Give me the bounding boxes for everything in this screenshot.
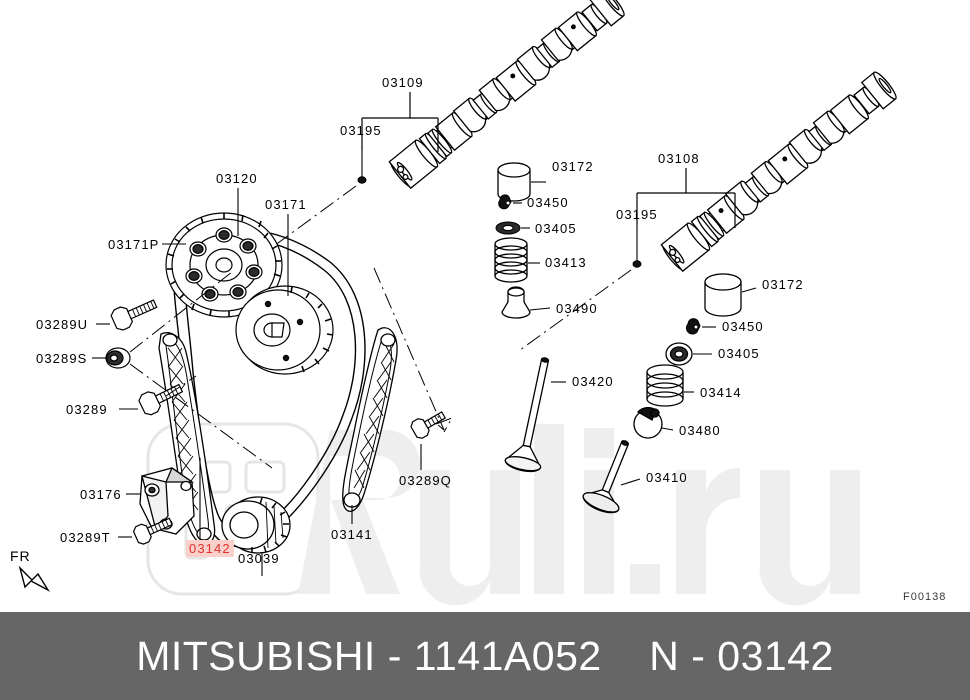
diagram-canvas: 03109 03195 03172 03450 03405 03413 0349… [10,0,947,606]
part-03480-seal [633,406,663,439]
label-03450-left: 03450 [527,195,569,210]
label-03413: 03413 [545,255,587,270]
part-03289U-bolt [110,299,158,331]
part-03039-crank-sprocket [221,496,291,554]
label-03405-left: 03405 [535,221,577,236]
label-03172-left: 03172 [552,159,594,174]
label-03109: 03109 [382,75,424,90]
part-03176-tensioner [139,467,195,535]
part-03171P-sprocket [165,212,283,318]
label-03410: 03410 [646,470,688,485]
bracket-03109 [361,92,439,152]
watermark-text [298,424,860,606]
fr-orientation-label: FR [10,548,31,564]
axis-intake [251,185,357,263]
part-03413-spring [494,237,528,283]
label-03480: 03480 [679,423,721,438]
bracket-03108 [636,168,736,228]
part-03410-valve [582,440,630,514]
label-03171: 03171 [265,197,307,212]
diagram-svg [18,0,897,606]
footer-bar: MITSUBISHI - 1141A052 N - 03142 [0,612,970,700]
label-03289Q: 03289Q [399,473,452,488]
label-03039: 03039 [238,551,280,566]
footer-title: MITSUBISHI - 1141A052 N - 03142 [136,632,834,679]
axis-03289 [165,375,197,397]
label-03289: 03289 [66,402,108,417]
label-03142-highlighted: 03142 [186,540,234,557]
label-03420: 03420 [572,374,614,389]
part-03405-left [495,221,521,235]
label-03172-right: 03172 [762,277,804,292]
part-03414-spring [646,364,684,407]
leader-03490 [529,307,551,311]
axis-03289Q [373,267,454,433]
part-03420-valve [504,357,550,473]
part-03172-right [704,273,742,317]
label-03490: 03490 [556,301,598,316]
label-03141: 03141 [331,527,373,542]
part-03405-right [665,342,693,366]
leader-03410 [620,478,641,486]
axis-sprocket [129,271,273,469]
leader-03480 [661,427,674,431]
part-03195-left [357,176,367,184]
fr-arrow-icon [18,565,50,592]
label-03450-right: 03450 [722,319,764,334]
camshaft-intake [388,0,625,190]
drawing-code-label: F00138 [903,591,947,603]
part-03289S-washer [105,347,131,369]
label-03289S: 03289S [36,351,88,366]
part-03289T-bolt [132,517,173,545]
label-03108: 03108 [658,151,700,166]
part-03141-chain-guide [342,327,398,512]
label-03176: 03176 [80,487,122,502]
part-03171-sprocket [235,285,334,375]
part-03289Q-bolt [410,411,447,439]
label-03120: 03120 [216,171,258,186]
camshaft-exhaust [660,71,897,273]
label-03414: 03414 [700,385,742,400]
label-03289T: 03289T [60,530,111,545]
part-03450-left [498,194,512,210]
label-03289U: 03289U [36,317,89,332]
label-03405-right: 03405 [718,346,760,361]
axis-exhaust [519,269,632,351]
label-03171P: 03171P [108,237,160,252]
label-03195-left: 03195 [340,123,382,138]
part-03490-seal [501,286,531,319]
label-03195-right: 03195 [616,207,658,222]
leader-03172-right [741,287,757,293]
part-03195-right [632,260,642,268]
part-03450-right [686,318,701,335]
